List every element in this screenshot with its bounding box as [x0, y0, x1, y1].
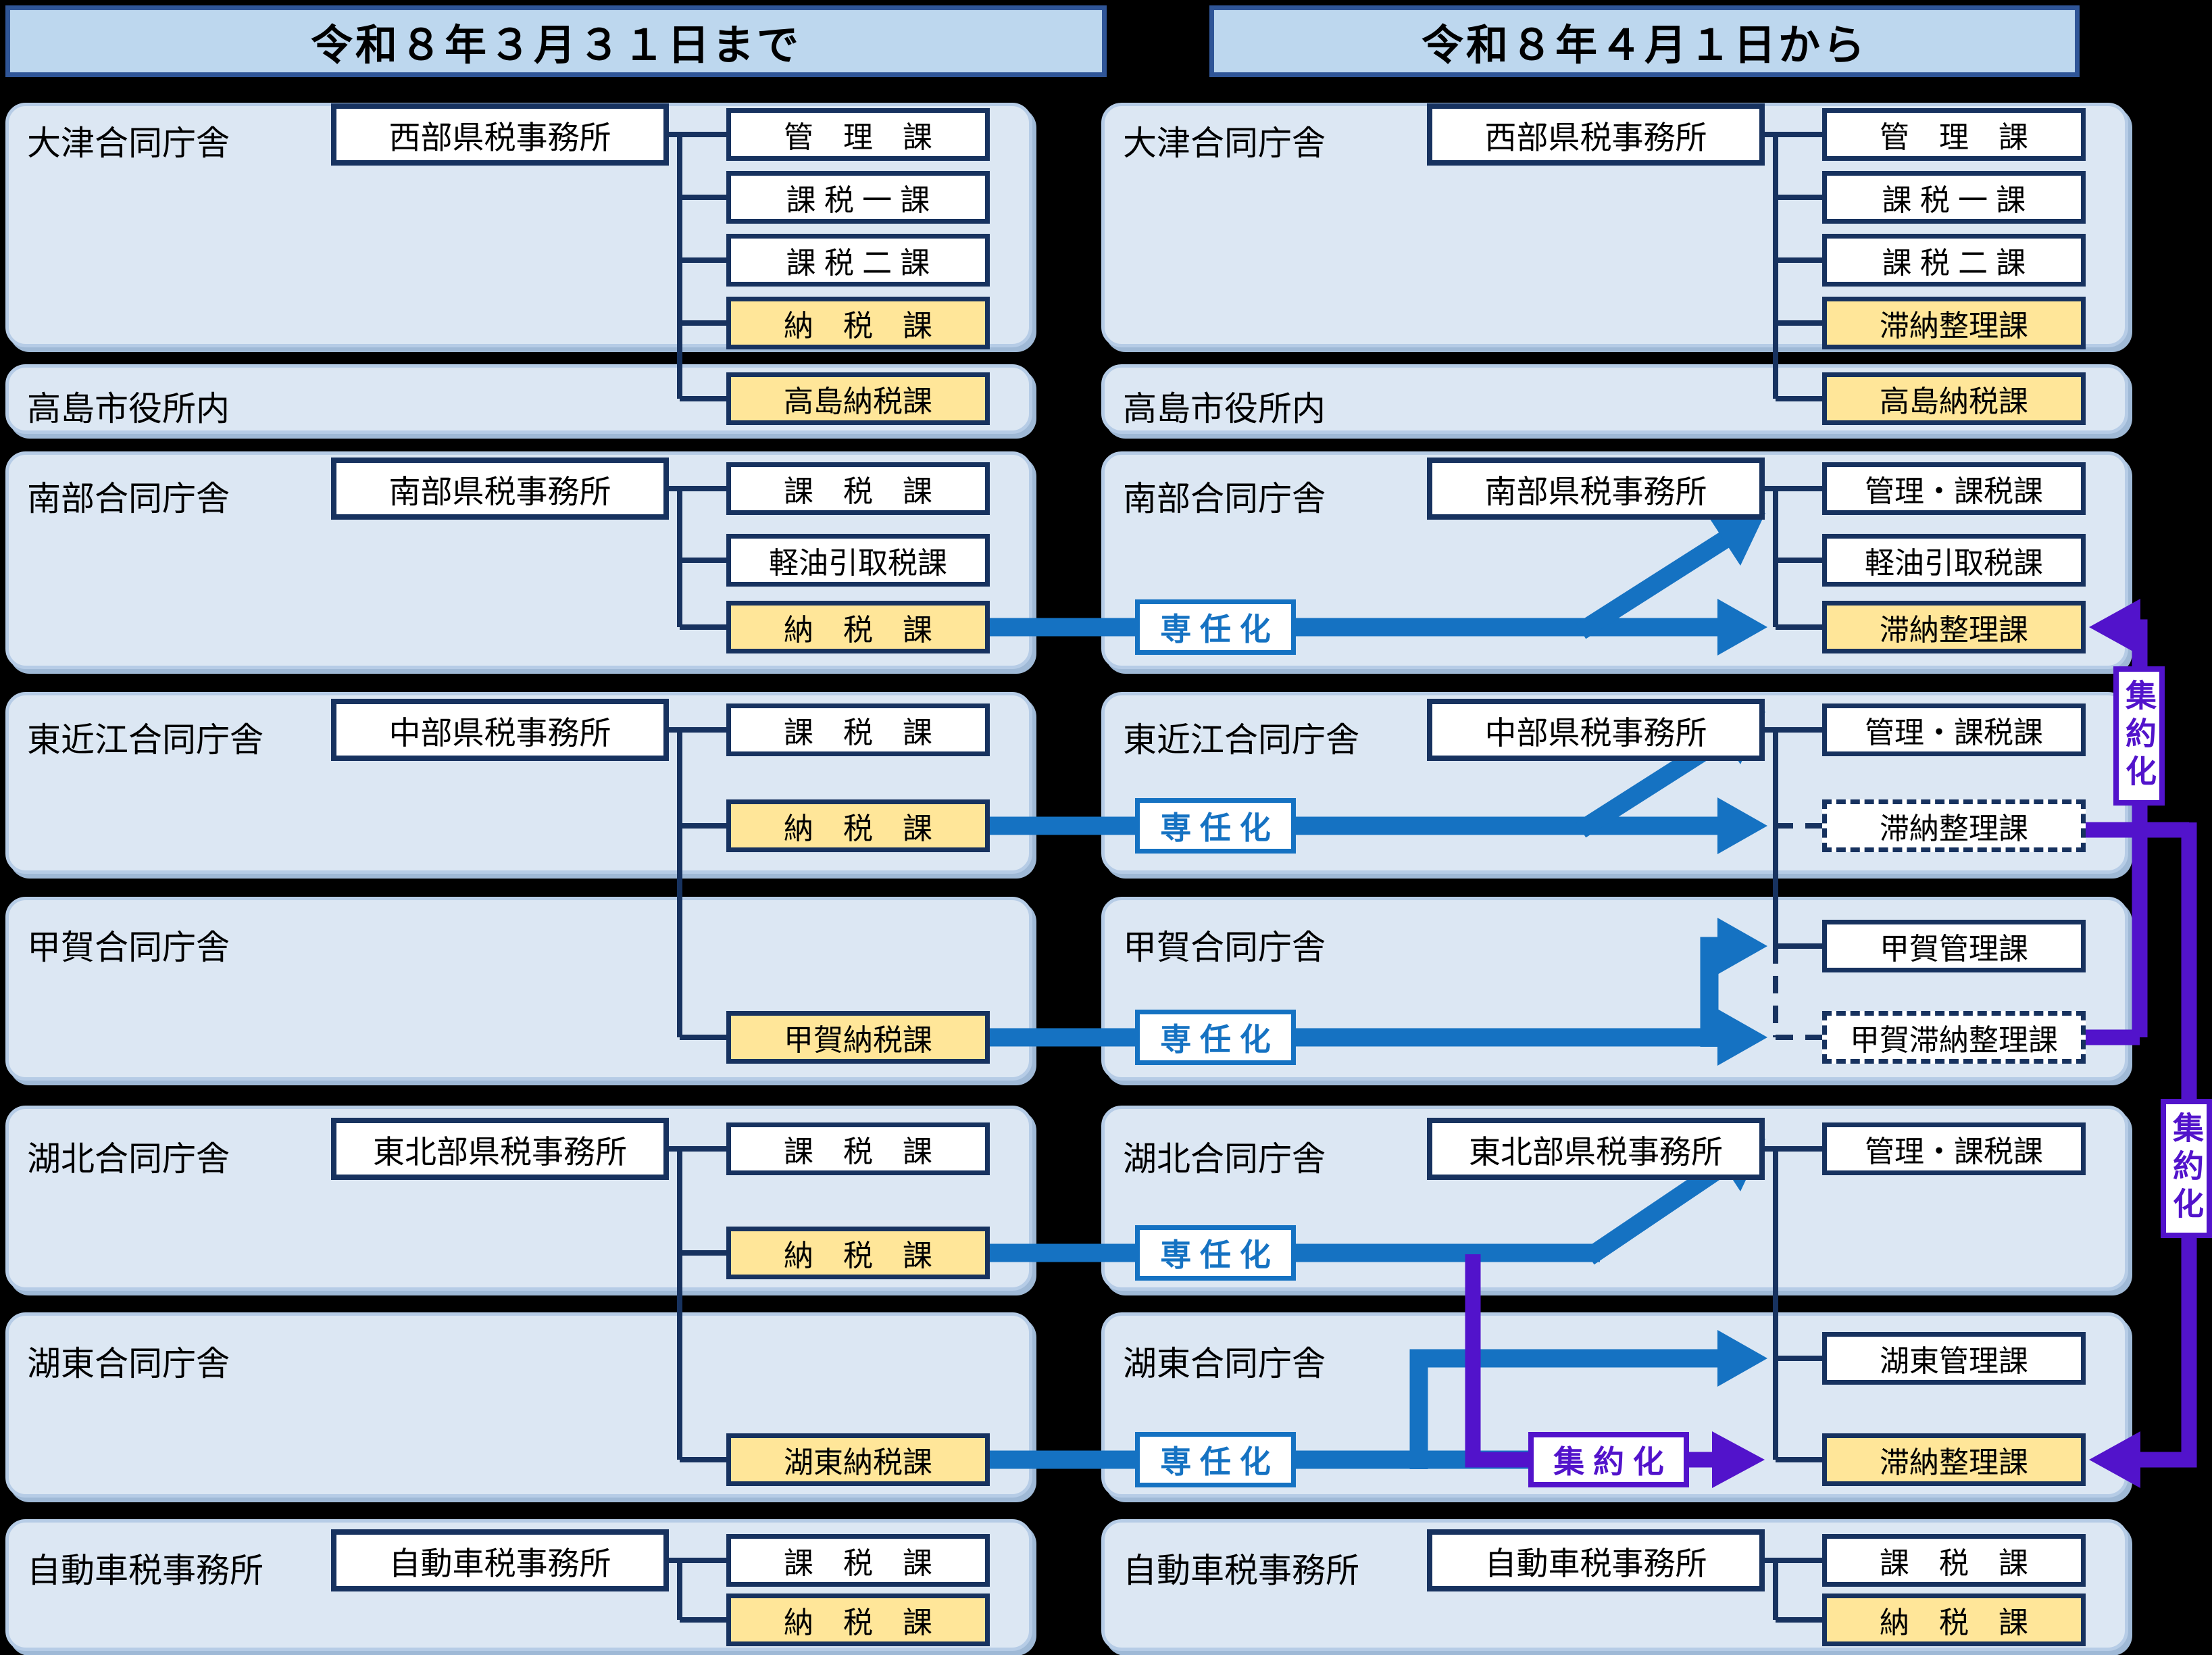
dept-before-chubu-kazei: 課 税 課	[726, 703, 990, 756]
office-after-seibu: 西部県税事務所	[1427, 103, 1765, 166]
location-before-kohoku: 湖北合同庁舎	[27, 1140, 230, 1178]
specialization-arrows	[990, 513, 1767, 1469]
connector-lines-dashed	[1773, 823, 1822, 1040]
dept-after-takashima-nozei: 高島納税課	[1822, 372, 2086, 425]
dept-before-takashima-nozei: 高島納税課	[726, 372, 990, 425]
dept-before-jidosha-nozei: 納 税 課	[726, 1594, 990, 1646]
dept-before-nozei-otsu: 納 税 課	[726, 297, 990, 349]
dept-after-jidosha-kazei: 課 税 課	[1822, 1534, 2086, 1587]
tag-specialization-higashiomi: 専 任 化	[1135, 798, 1296, 854]
dept-before-tohokubu-nozei: 納 税 課	[726, 1227, 990, 1279]
dept-before-nanbu-nozei: 納 税 課	[726, 601, 990, 653]
dept-after-nanbu-tainoseiri: 滞納整理課	[1822, 601, 2086, 653]
dept-before-koka-nozei: 甲賀納税課	[726, 1011, 990, 1064]
dept-after-chubu-tainoseiri: 滞納整理課	[1822, 799, 2086, 852]
office-before-seibu: 西部県税事務所	[331, 103, 669, 166]
location-after-otsu: 大津合同庁舎	[1123, 124, 1326, 162]
tag-specialization-koto: 専 任 化	[1135, 1432, 1296, 1487]
dept-after-chubu-kanrikazei: 管理・課税課	[1822, 703, 2086, 756]
location-before-otsu: 大津合同庁舎	[27, 124, 230, 162]
header-after: 令和８年４月１日から	[1209, 5, 2080, 77]
office-after-nanbu: 南部県税事務所	[1427, 458, 1765, 520]
connector-lines-after	[1765, 132, 1822, 1623]
tag-consolidation-koto: 集 約 化	[1528, 1432, 1689, 1487]
consolidation-arrows	[1465, 599, 2197, 1488]
dept-before-keiyu: 軽油引取税課	[726, 534, 990, 587]
office-before-chubu: 中部県税事務所	[331, 699, 669, 761]
tag-specialization-kohoku: 専 任 化	[1135, 1225, 1296, 1281]
location-before-koto: 湖東合同庁舎	[27, 1345, 230, 1383]
dept-before-kazei1: 課 税 一 課	[726, 171, 990, 224]
location-before-nanbu: 南部合同庁舎	[27, 480, 230, 518]
tag-specialization-koka: 専 任 化	[1135, 1010, 1296, 1065]
office-before-jidosha: 自動車税事務所	[331, 1529, 669, 1591]
dept-after-tainoseiri-otsu: 滞納整理課	[1822, 297, 2086, 349]
dept-before-kanri: 管 理 課	[726, 108, 990, 161]
dept-after-tohokubu-kanrikazei: 管理・課税課	[1822, 1122, 2086, 1175]
office-after-jidosha: 自動車税事務所	[1427, 1529, 1765, 1591]
location-after-koto: 湖東合同庁舎	[1123, 1345, 1326, 1383]
location-after-higashiomi: 東近江合同庁舎	[1123, 721, 1359, 759]
office-after-tohokubu: 東北部県税事務所	[1427, 1118, 1765, 1180]
dept-before-koto-nozei: 湖東納税課	[726, 1433, 990, 1486]
dept-after-koka-kanri: 甲賀管理課	[1822, 920, 2086, 972]
dept-after-jidosha-nozei: 納 税 課	[1822, 1594, 2086, 1646]
dept-after-keiyu: 軽油引取税課	[1822, 534, 2086, 587]
office-before-tohokubu: 東北部県税事務所	[331, 1118, 669, 1180]
header-before: 令和８年３月３１日まで	[5, 5, 1107, 77]
dept-before-jidosha-kazei: 課 税 課	[726, 1534, 990, 1587]
dept-before-chubu-nozei: 納 税 課	[726, 799, 990, 852]
location-after-kohoku: 湖北合同庁舎	[1123, 1140, 1326, 1178]
location-before-jidosha: 自動車税事務所	[27, 1552, 263, 1589]
location-before-koka: 甲賀合同庁舎	[27, 929, 230, 966]
tag-specialization-nanbu: 専 任 化	[1135, 599, 1296, 655]
dept-after-koka-tainoseiri: 甲賀滞納整理課	[1822, 1011, 2086, 1064]
location-after-jidosha: 自動車税事務所	[1123, 1552, 1359, 1589]
dept-after-koto-tainoseiri: 滞納整理課	[1822, 1433, 2086, 1486]
location-before-higashiomi: 東近江合同庁舎	[27, 721, 263, 759]
dept-after-nanbu-kanrikazei: 管理・課税課	[1822, 462, 2086, 515]
dept-before-nanbu-kazei: 課 税 課	[726, 462, 990, 515]
location-before-takashima: 高島市役所内	[27, 390, 230, 428]
dept-after-kanri: 管 理 課	[1822, 108, 2086, 161]
dept-before-tohokubu-kazei: 課 税 課	[726, 1122, 990, 1175]
office-after-chubu: 中部県税事務所	[1427, 699, 1765, 761]
location-after-takashima: 高島市役所内	[1123, 390, 1326, 428]
location-after-koka: 甲賀合同庁舎	[1123, 929, 1326, 966]
tag-consolidation-right-upper: 集約化	[2113, 666, 2165, 806]
location-after-nanbu: 南部合同庁舎	[1123, 480, 1326, 518]
connector-lines-before	[669, 132, 726, 1623]
dept-after-kazei2: 課 税 二 課	[1822, 234, 2086, 287]
dept-before-kazei2: 課 税 二 課	[726, 234, 990, 287]
dept-after-koto-kanri: 湖東管理課	[1822, 1332, 2086, 1385]
dept-after-kazei1: 課 税 一 課	[1822, 171, 2086, 224]
tag-consolidation-right-lower: 集約化	[2161, 1099, 2212, 1238]
office-before-nanbu: 南部県税事務所	[331, 458, 669, 520]
